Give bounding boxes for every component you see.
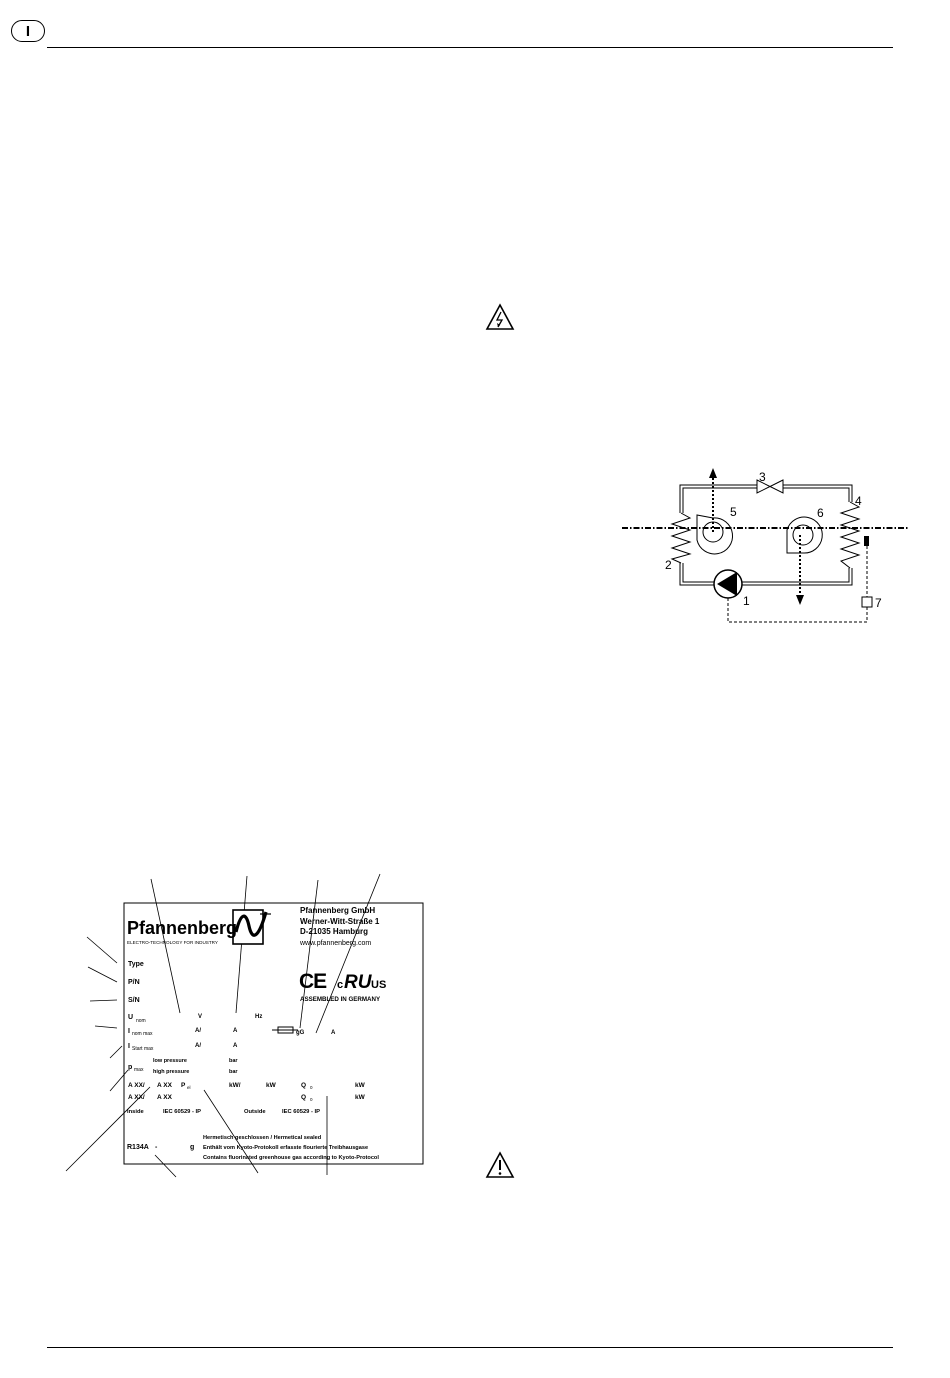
- electrical-hazard-icon: [485, 303, 515, 330]
- unit-a-4: A: [233, 1043, 238, 1049]
- unit-hz: Hz: [255, 1014, 262, 1020]
- circuit-label-fan-inner: 6: [817, 506, 824, 520]
- pn-label: P/N: [128, 979, 140, 986]
- unit-kw-1: kW/: [229, 1082, 241, 1089]
- unit-kw-3: kW: [355, 1082, 366, 1089]
- axx-label-1: A XX/: [128, 1082, 145, 1089]
- outside-label: Outside: [244, 1109, 266, 1115]
- type-label: Type: [128, 961, 144, 968]
- kyoto-note-en: Contains fluorinated greenhouse gas acco…: [203, 1155, 379, 1161]
- circuit-label-thermostat: 7: [875, 596, 882, 610]
- sn-label: S/N: [128, 997, 140, 1004]
- footer-rule: [47, 1347, 893, 1348]
- i-nom-sub: nom max: [132, 1031, 153, 1037]
- iec-inside-label: IEC 60529 - IP: [163, 1109, 201, 1115]
- kyoto-note-de: Enthält vom Kyoto-Protokoll erfasste flo…: [203, 1145, 368, 1151]
- ul-mark: c RU US: [337, 972, 386, 993]
- company-name: Pfannenberg GmbH: [300, 906, 375, 915]
- assembled-label: ASSEMBLED IN GERMANY: [300, 996, 381, 1003]
- refrigerant-label: R134A: [127, 1144, 149, 1151]
- unit-a-5: A: [331, 1030, 336, 1036]
- brand-name: Pfannenberg: [127, 918, 237, 938]
- p-max-label: p: [128, 1064, 132, 1071]
- refrigerant-dash: -: [155, 1144, 158, 1151]
- unit-a-3: A/: [195, 1043, 201, 1049]
- unit-bar-2: bar: [229, 1069, 238, 1075]
- language-badge: I: [11, 20, 45, 42]
- fuse-icon: [272, 1026, 298, 1034]
- unit-kw-2: kW: [266, 1082, 277, 1089]
- circuit-label-evaporator: 4: [855, 494, 862, 508]
- refrigeration-circuit-diagram: 1 2 3 4 5 6 7: [622, 468, 908, 623]
- company-web: www.pfannenberg.com: [299, 940, 371, 947]
- company-city: D-21035 Hamburg: [300, 927, 368, 936]
- svg-text:c: c: [337, 979, 343, 991]
- p-max-sub: max: [134, 1067, 144, 1073]
- high-pressure-label: high pressure: [153, 1069, 189, 1075]
- pfannenberg-logo-icon: [232, 909, 271, 945]
- unit-kw-4: kW: [355, 1094, 366, 1101]
- general-warning-icon: [485, 1151, 515, 1178]
- ce-mark: CE: [299, 970, 327, 993]
- axx-label-2: A XX: [157, 1082, 173, 1089]
- p-el-sub: el: [187, 1085, 191, 1090]
- q0-label-1: Q: [301, 1082, 306, 1089]
- q0-sub-1: 0: [310, 1085, 313, 1090]
- sealed-note: Hermetisch geschlossen / Hermetical seal…: [203, 1135, 322, 1141]
- svg-text:RU: RU: [344, 972, 373, 993]
- low-pressure-label: low pressure: [153, 1058, 187, 1064]
- u-nom-sub: nom: [136, 1018, 146, 1024]
- circuit-label-fan-outer: 5: [730, 505, 737, 519]
- fuse-gg: gG: [296, 1030, 305, 1036]
- p-el-label: P: [181, 1082, 186, 1089]
- unit-v: V: [198, 1014, 202, 1020]
- circuit-label-condenser: 2: [665, 558, 672, 572]
- iec-outside-label: IEC 60529 - IP: [282, 1109, 320, 1115]
- i-start-sub: Start max: [132, 1046, 154, 1052]
- header-rule: [47, 47, 893, 48]
- unit-a-1: A/: [195, 1028, 201, 1034]
- axx-label-3: A XX/: [128, 1094, 145, 1101]
- inside-label: Inside: [127, 1109, 145, 1115]
- unit-a-2: A: [233, 1028, 238, 1034]
- svg-text:US: US: [371, 979, 386, 991]
- i-start-label: I: [128, 1043, 130, 1050]
- refrigerant-unit-g: g: [190, 1144, 194, 1151]
- u-nom-label: U: [128, 1014, 133, 1021]
- axx-label-4: A XX: [157, 1094, 173, 1101]
- i-nom-label: I: [128, 1028, 130, 1035]
- circuit-label-compressor: 1: [743, 594, 750, 608]
- brand-tagline: ELECTRO-TECHNOLOGY FOR INDUSTRY: [127, 940, 218, 945]
- q0-sub-2: 0: [310, 1097, 313, 1102]
- q0-label-2: Q: [301, 1094, 306, 1101]
- company-street: Werner-Witt-Straße 1: [300, 917, 380, 926]
- circuit-label-valve: 3: [759, 470, 766, 484]
- unit-bar-1: bar: [229, 1058, 238, 1064]
